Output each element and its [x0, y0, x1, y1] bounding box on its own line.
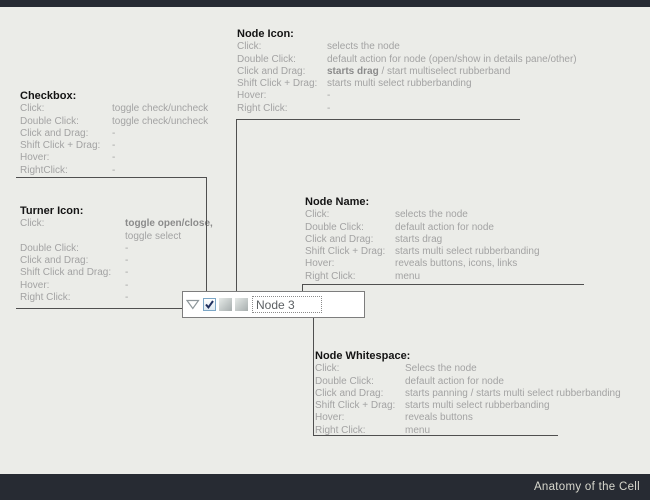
row-value: toggle open/close,toggle select: [125, 218, 213, 243]
row-value: starts panning / starts multi select rub…: [405, 387, 621, 399]
row-value: starts multi select rubberbanding: [395, 246, 540, 258]
row-label: Click:: [305, 209, 330, 221]
row-value: toggle check/uncheck: [112, 115, 209, 127]
row-label: Shift Click + Drag:: [305, 246, 386, 258]
turner-icon-title: Turner Icon:: [20, 205, 84, 217]
checkbox[interactable]: [203, 298, 216, 311]
row-value: -: [112, 127, 116, 139]
row-value: -: [112, 152, 116, 164]
row-value: Selecs the node: [405, 363, 477, 375]
row-label: RightClick:: [20, 164, 68, 176]
row-value: starts multi select rubberbanding: [327, 78, 472, 90]
row-label: Double Click:: [20, 115, 79, 127]
node-whitespace-annotation: Node Whitespace: Click: Selecs the node …: [315, 350, 621, 437]
row-value: starts drag: [395, 233, 443, 245]
row-label: Right Click:: [305, 270, 356, 282]
row-label: Click and Drag:: [315, 387, 384, 399]
node-icon-secondary[interactable]: [235, 298, 248, 311]
node-name-title: Node Name:: [305, 196, 370, 208]
row-label: Shift Click and Drag:: [20, 267, 112, 279]
row-value: starts multi select rubberbanding: [405, 400, 550, 412]
row-label: Hover:: [20, 152, 50, 164]
row-value: default action for node: [395, 221, 494, 233]
row-label: Double Click:: [237, 53, 296, 65]
node-icon-connector-horizontal: [236, 119, 520, 120]
node-name-connector-horizontal: [302, 284, 584, 285]
row-value: selects the node: [395, 209, 468, 221]
row-label: Shift Click + Drag:: [237, 78, 318, 90]
node-icon-title: Node Icon:: [237, 28, 294, 40]
row-label: Click:: [237, 41, 262, 53]
row-value: -: [112, 164, 116, 176]
node-name-box[interactable]: Node 3: [252, 296, 322, 313]
row-value: reveals buttons, icons, links: [395, 258, 518, 270]
row-value: -: [125, 267, 129, 279]
row-value: -: [125, 242, 129, 254]
node-icon[interactable]: [219, 298, 232, 311]
row-value: starts drag / start multiselect rubberba…: [327, 66, 577, 78]
row-value-bold: toggle open/close,: [125, 218, 213, 230]
checkmark-icon: [205, 300, 214, 310]
row-label: Click:: [315, 363, 340, 375]
row-label: Click and Drag:: [20, 255, 89, 267]
row-value: -: [327, 102, 331, 114]
row-value: -: [125, 279, 129, 291]
row-value: menu: [395, 270, 421, 282]
row-label: Shift Click + Drag:: [20, 140, 101, 152]
row-value: -: [112, 140, 116, 152]
footer-title: Anatomy of the Cell: [533, 481, 640, 493]
row-value-rest: / start multiselect rubberband: [378, 65, 511, 77]
node-label: Node 3: [256, 297, 295, 312]
row-value: menu: [405, 424, 431, 436]
row-label: Click and Drag:: [305, 233, 374, 245]
node-whitespace-connector-vertical: [313, 311, 314, 435]
node-icon-connector-vertical: [236, 119, 237, 291]
row-label: Click:: [20, 218, 45, 230]
row-value-bold: starts drag: [327, 65, 379, 77]
row-value: -: [125, 292, 129, 304]
node-whitespace-connector-horizontal: [313, 435, 558, 436]
row-value: default action for node: [405, 375, 504, 387]
node-name-annotation: Node Name: Click: selects the node Doubl…: [305, 196, 540, 283]
checkbox-annotation: Checkbox: Click: toggle check/uncheck Do…: [20, 90, 208, 177]
row-label: Double Click:: [20, 242, 79, 254]
row-value: -: [125, 255, 129, 267]
row-value: reveals buttons: [405, 412, 473, 424]
row-label: Click and Drag:: [237, 65, 306, 77]
tree-cell[interactable]: Node 3: [182, 291, 365, 318]
node-name-connector-vertical: [302, 284, 303, 294]
footer-bar: Anatomy of the Cell: [0, 474, 650, 500]
row-label: Right Click:: [237, 102, 288, 114]
row-label: Double Click:: [315, 375, 374, 387]
row-label: Hover:: [315, 412, 345, 424]
row-value-line2: toggle select: [125, 230, 182, 242]
top-bar: [0, 0, 650, 7]
row-value: toggle check/uncheck: [112, 103, 209, 115]
row-label: Hover:: [237, 90, 267, 102]
row-value: default action for node (open/show in de…: [327, 53, 577, 65]
checkbox-title: Checkbox:: [20, 90, 77, 102]
row-value: selects the node: [327, 41, 400, 53]
row-label: Click and Drag:: [20, 127, 89, 139]
row-label: Right Click:: [315, 424, 366, 436]
turner-icon-annotation: Turner Icon: Click: toggle open/close,to…: [20, 205, 213, 304]
node-icon-annotation: Node Icon: Click: selects the node Doubl…: [237, 28, 577, 115]
row-label: Click:: [20, 103, 45, 115]
row-label: Hover:: [20, 279, 50, 291]
row-label: Right Click:: [20, 292, 71, 304]
row-label: Hover:: [305, 258, 335, 270]
node-whitespace-title: Node Whitespace:: [315, 350, 411, 362]
turner-icon[interactable]: [186, 299, 200, 310]
row-label: Double Click:: [305, 221, 364, 233]
row-value: -: [327, 90, 331, 102]
turner-connector-horizontal: [16, 308, 182, 309]
checkbox-connector-vertical: [206, 177, 207, 291]
checkbox-connector-horizontal: [16, 177, 206, 178]
row-label: Shift Click + Drag:: [315, 400, 396, 412]
